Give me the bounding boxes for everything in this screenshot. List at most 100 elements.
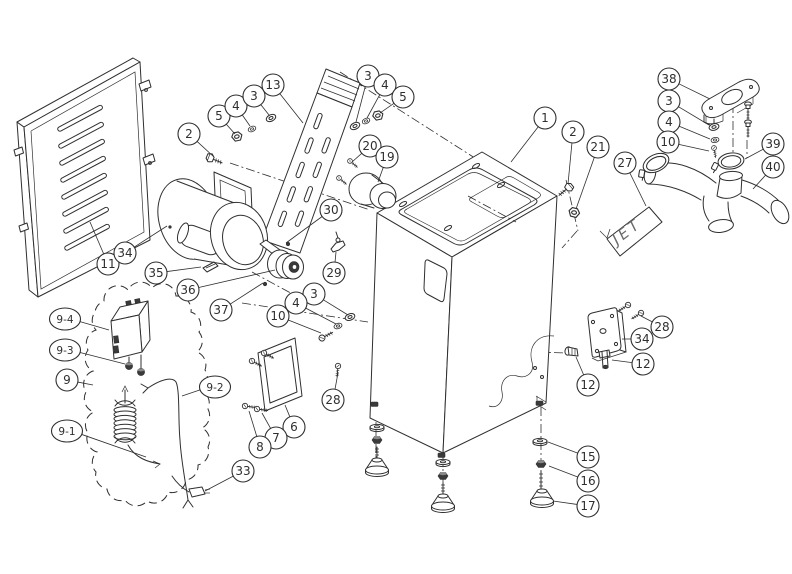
callout-number: 10 <box>270 309 285 323</box>
electrical-group <box>83 281 211 509</box>
callout-balloon <box>266 304 290 328</box>
power-cord-plug <box>171 475 211 498</box>
callout-9-3: 9-3 <box>48 338 126 365</box>
callout-10: 10 <box>266 304 322 334</box>
leveling-feet <box>365 423 554 513</box>
cable <box>140 378 194 509</box>
callout-number: 5 <box>215 109 223 123</box>
callout-5: 5 <box>207 104 236 135</box>
callout-28: 28 <box>640 315 674 339</box>
callout-number: 20 <box>362 139 377 153</box>
callout-number: 9-4 <box>56 314 73 326</box>
callout-38: 38 <box>657 67 711 100</box>
callout-number: 16 <box>580 474 595 488</box>
callout-balloon <box>248 435 272 459</box>
callout-balloon <box>284 291 308 315</box>
callout-4: 4 <box>284 291 337 325</box>
cabinet-top-bolt <box>555 180 576 200</box>
strain-reliefs <box>125 354 145 376</box>
callout-number: 38 <box>661 72 676 86</box>
callout-5: 5 <box>379 85 415 114</box>
callout-4: 4 <box>366 73 397 119</box>
callout-27: 27 <box>613 151 647 207</box>
callout-number: 34 <box>634 332 649 346</box>
switch <box>348 172 397 209</box>
callout-balloon <box>650 315 674 339</box>
callout-number: 2 <box>569 125 577 139</box>
callout-balloon <box>761 132 785 156</box>
slotted-bracket <box>261 68 361 254</box>
callout-number: 4 <box>292 296 300 310</box>
flange-bolt <box>744 101 752 120</box>
callout-balloon <box>231 459 255 483</box>
callout-29: 29 <box>322 251 346 285</box>
callout-12: 12 <box>575 356 600 397</box>
callout-balloon <box>282 415 306 439</box>
callout-3: 3 <box>657 89 710 126</box>
callout-20: 20 <box>351 134 382 163</box>
callout-number: 9-2 <box>206 382 223 394</box>
foot-stack <box>365 423 389 477</box>
callout-number: 12 <box>580 378 595 392</box>
flange-bolt <box>744 119 752 138</box>
callout-balloon <box>176 278 200 302</box>
callout-balloon <box>630 327 654 351</box>
callout-3: 3 <box>242 84 270 116</box>
louvered-cover-panel <box>13 57 156 298</box>
callout-number: 15 <box>580 450 595 464</box>
callout-number: 19 <box>379 150 394 164</box>
group-boundary-cloud <box>83 281 211 507</box>
callout-balloon <box>613 151 637 175</box>
callout-balloon <box>48 307 82 331</box>
callout-number: 10 <box>660 135 675 149</box>
callout-balloon <box>375 145 399 169</box>
mount-frame <box>241 337 303 414</box>
brand-label-plate: JET <box>599 206 663 257</box>
callout-number: 36 <box>180 283 195 297</box>
exhaust-flange <box>701 78 760 159</box>
callout-2: 2 <box>561 120 585 185</box>
callout-number: 40 <box>765 160 780 174</box>
set-screw <box>262 281 268 287</box>
callout-balloon <box>48 338 82 362</box>
callout-number: 3 <box>665 94 673 108</box>
plate-screw <box>629 308 646 322</box>
callout-33: 33 <box>204 459 255 492</box>
callout-11: 11 <box>89 221 120 276</box>
callout-2: 2 <box>177 122 215 158</box>
callout-13: 13 <box>261 73 304 124</box>
callout-34: 34 <box>622 327 654 351</box>
callout-balloon <box>55 368 79 392</box>
callout-28: 28 <box>321 372 345 412</box>
callout-9-2: 9-2 <box>181 375 232 399</box>
callout-balloon <box>576 469 600 493</box>
callout-balloon <box>207 104 231 128</box>
callout-balloon <box>209 298 233 322</box>
callout-number: 12 <box>635 357 650 371</box>
bracket-slots <box>277 112 331 227</box>
switch-screw <box>335 174 349 187</box>
callout-balloon <box>576 373 600 397</box>
callout-balloon <box>586 135 610 159</box>
fitting-12a <box>564 346 579 357</box>
callout-40: 40 <box>752 155 785 190</box>
callout-number: 39 <box>765 137 780 151</box>
callout-balloon <box>96 252 120 276</box>
callout-number: 11 <box>100 257 115 271</box>
callout-number: 27 <box>617 156 632 170</box>
callout-36: 36 <box>176 269 276 302</box>
shaft-key <box>202 261 219 273</box>
callout-10: 10 <box>656 130 710 154</box>
callout-number: 5 <box>399 90 407 104</box>
callout-number: 6 <box>290 420 298 434</box>
rivet-30 <box>285 241 291 247</box>
callout-9-1: 9-1 <box>50 419 147 458</box>
motor <box>157 171 284 271</box>
callout-number: 33 <box>235 464 250 478</box>
switch-box <box>110 298 151 360</box>
pulley <box>267 249 304 280</box>
callout-6: 6 <box>282 404 306 439</box>
callout-balloon <box>631 352 655 376</box>
callout-1: 1 <box>510 106 557 163</box>
